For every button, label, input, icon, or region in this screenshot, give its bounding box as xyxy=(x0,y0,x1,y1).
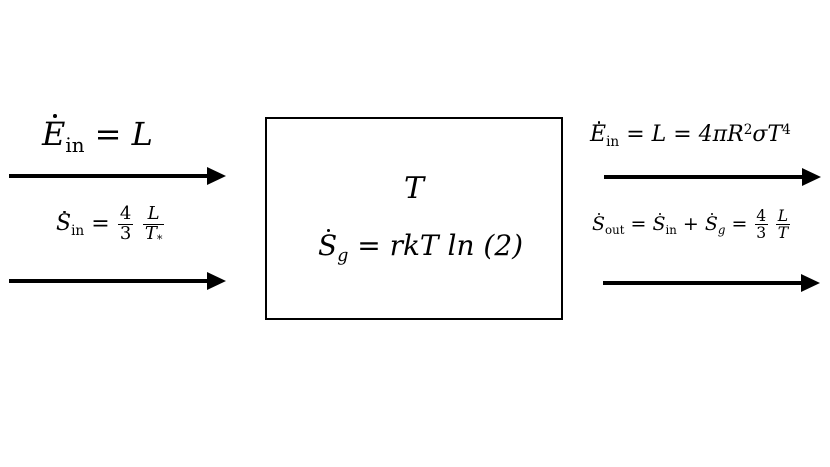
input-entropy-ratio-denominator-subscript: * xyxy=(156,232,163,246)
input-entropy-ratio-denominator: T xyxy=(144,222,157,244)
input-energy-rhs: = L xyxy=(94,115,153,153)
output-entropy-coefficient-numerator: 4 xyxy=(756,207,767,225)
input-entropy-coefficient: 4 3 xyxy=(118,203,134,244)
system-entropy-rhs: = rkT ln (2) xyxy=(357,229,524,262)
output-energy-subscript: in xyxy=(606,133,620,150)
output-entropy-arrow xyxy=(603,274,820,292)
output-entropy-ratio-numerator: L xyxy=(777,207,789,225)
output-entropy-equals-1: = xyxy=(630,212,647,235)
output-entropy-plus: + xyxy=(682,212,699,235)
output-entropy-coefficient-denominator: 3 xyxy=(754,224,768,243)
output-energy-exponent-2: 4 xyxy=(782,121,791,138)
system-entropy-generation: Sg = rkT ln (2) xyxy=(318,228,524,265)
output-entropy-ratio-denominator: T xyxy=(776,224,790,243)
output-entropy-term1-subscript: in xyxy=(665,222,677,237)
input-entropy-coefficient-denominator: 3 xyxy=(118,222,134,244)
output-entropy-ratio: L T xyxy=(776,207,790,243)
input-entropy-subscript: in xyxy=(71,223,85,240)
output-energy-rhs-1: = L = 4πR xyxy=(626,122,744,147)
system-entropy-symbol: S xyxy=(318,228,338,262)
output-entropy-label: Sout = Sin + Sg = 4 3 L T xyxy=(592,208,791,242)
output-entropy-coefficient: 4 3 xyxy=(754,207,768,243)
input-energy-label: Ein = L xyxy=(42,114,153,155)
output-entropy-term2-subscript: g xyxy=(717,222,726,237)
output-entropy-term2-symbol: S xyxy=(704,212,718,235)
input-entropy-equals: = xyxy=(91,211,110,237)
output-energy-arrow xyxy=(604,168,821,186)
output-energy-exponent-1: 2 xyxy=(743,121,753,138)
output-entropy-term1-symbol: S xyxy=(652,212,666,235)
input-energy-arrow xyxy=(9,167,226,185)
output-entropy-equals-2: = xyxy=(731,212,748,235)
output-entropy-subscript: out xyxy=(605,222,625,237)
output-entropy-symbol: S xyxy=(592,212,606,235)
input-entropy-ratio: L T* xyxy=(143,203,165,246)
input-entropy-symbol: S xyxy=(56,210,72,237)
system-entropy-subscript: g xyxy=(337,246,349,267)
input-entropy-coefficient-numerator: 4 xyxy=(119,203,132,224)
input-entropy-ratio-numerator: L xyxy=(147,203,160,224)
input-entropy-arrow xyxy=(9,272,226,290)
system-temperature: T xyxy=(404,171,425,206)
output-energy-rhs-2: σT xyxy=(752,122,783,147)
output-energy-symbol: E xyxy=(590,121,607,147)
input-energy-subscript: in xyxy=(65,133,85,157)
system-box xyxy=(265,117,563,320)
input-entropy-label: Sin = 4 3 L T* xyxy=(56,203,166,246)
input-energy-symbol: E xyxy=(42,114,66,153)
output-energy-label: Ein = L = 4πR2σT4 xyxy=(590,121,791,149)
